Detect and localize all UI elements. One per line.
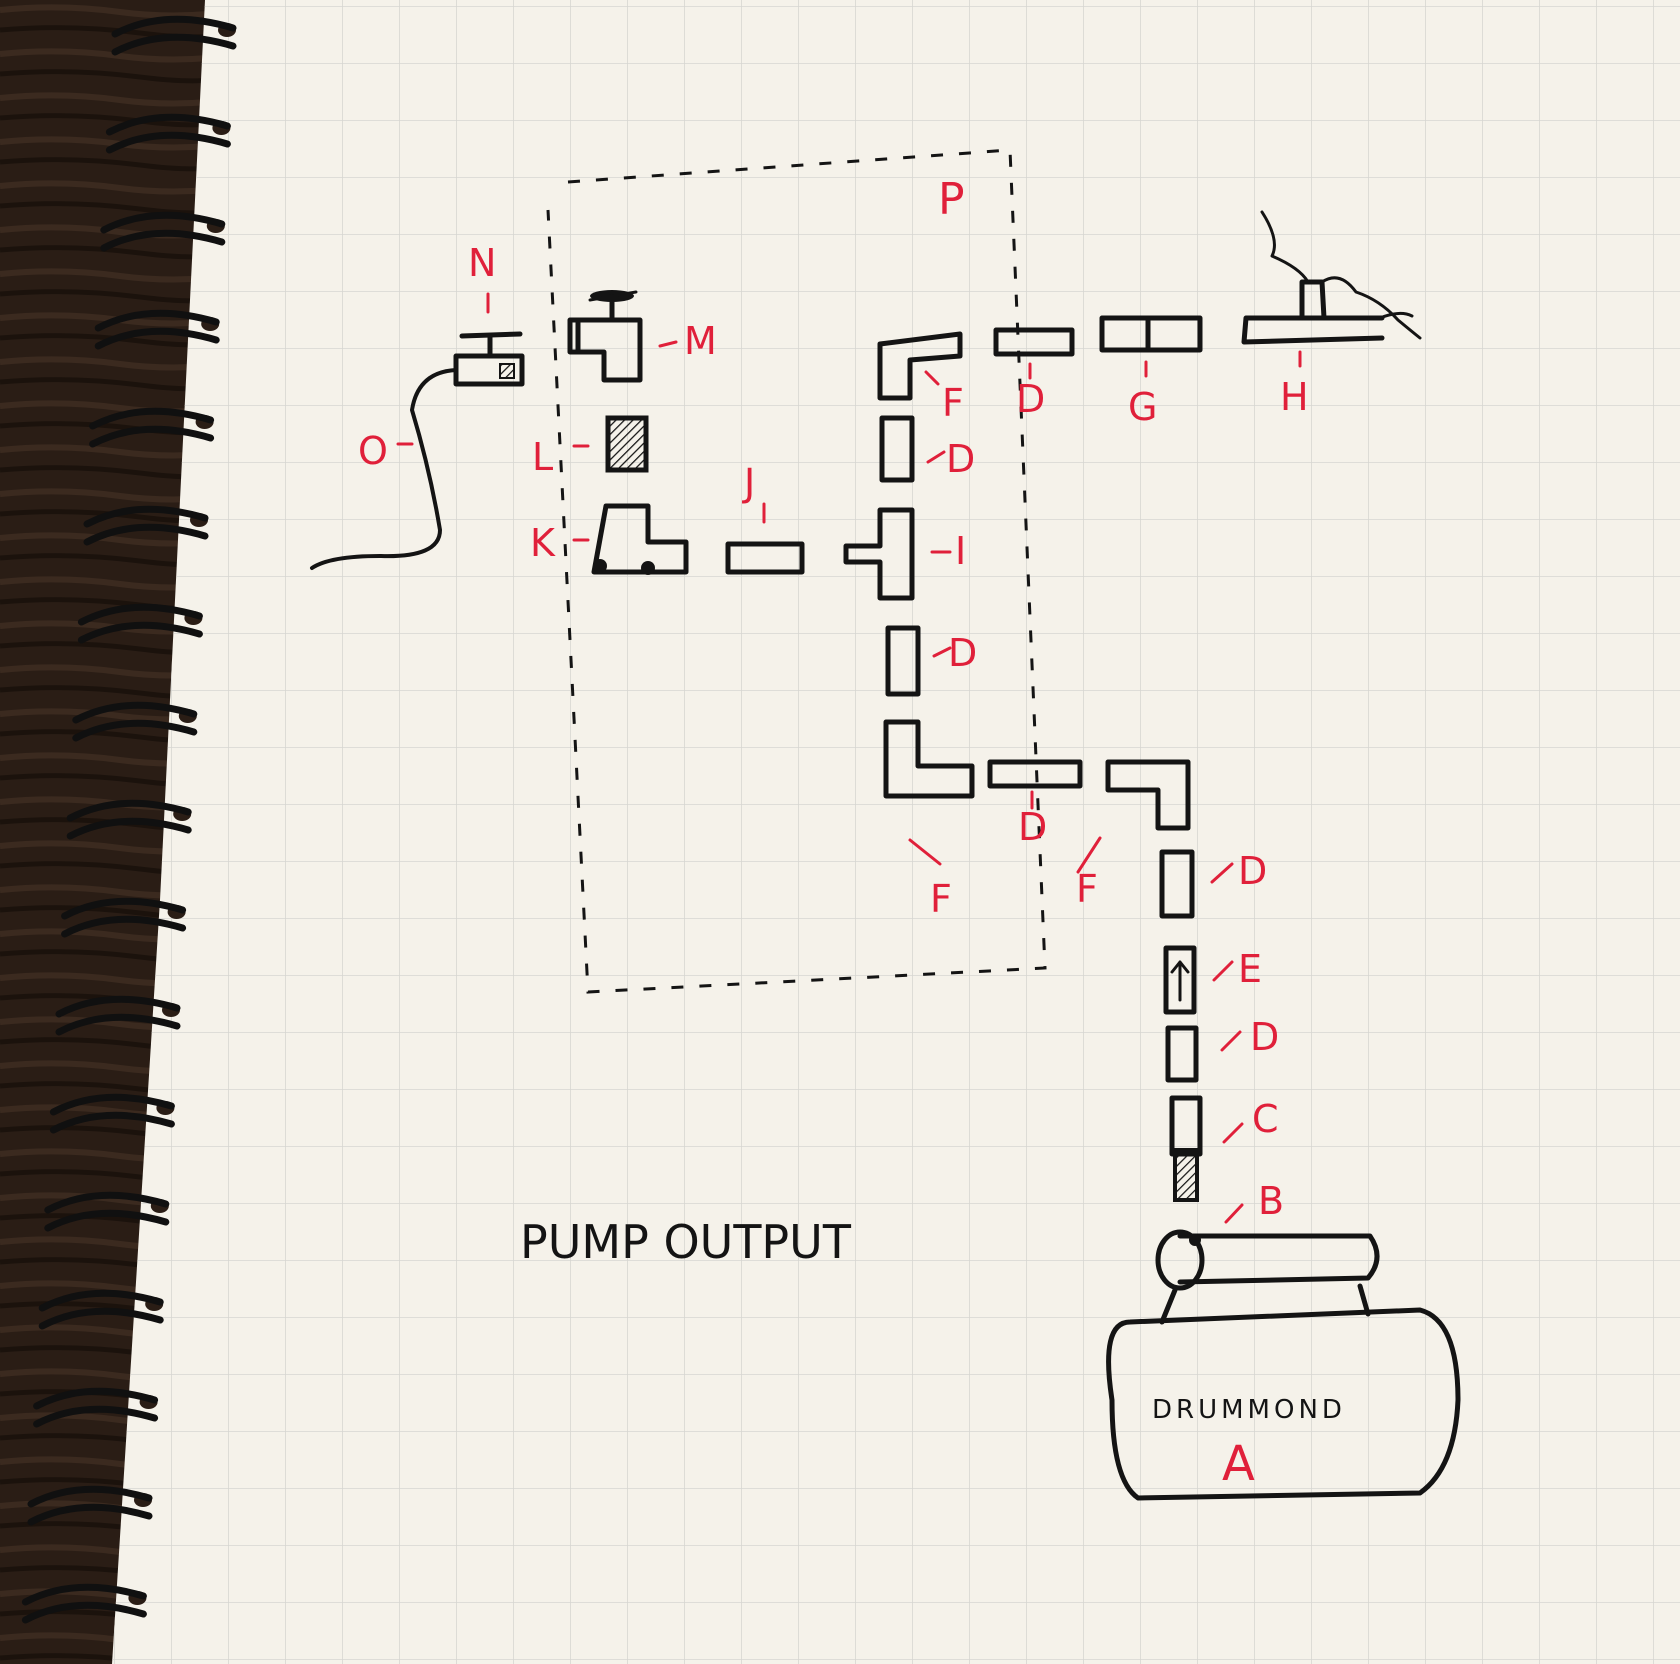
binding-coil xyxy=(44,1209,170,1232)
pipe-d-4 xyxy=(885,625,921,697)
binding-coil xyxy=(105,113,231,136)
binding-coil xyxy=(49,1093,175,1116)
label-d-4: D xyxy=(948,631,977,675)
fitting-c xyxy=(1169,1095,1203,1157)
label-e: E xyxy=(1238,947,1262,991)
notebook-page xyxy=(112,0,1680,1664)
tank-brand-text: DRUMMOND xyxy=(1152,1395,1346,1425)
binding-coil xyxy=(66,817,192,840)
binding-coil xyxy=(111,33,237,56)
label-c: C xyxy=(1252,1097,1279,1141)
label-a: A xyxy=(1222,1436,1255,1492)
binding-coil xyxy=(94,309,220,332)
binding-coil xyxy=(89,425,215,448)
binding-coil xyxy=(49,1111,175,1134)
label-p: P xyxy=(938,174,965,225)
filter-l xyxy=(605,415,649,473)
spiral-binding xyxy=(21,15,237,1624)
diagram-title: PUMP OUTPUT xyxy=(520,1215,852,1269)
label-d-2: D xyxy=(1238,849,1267,893)
elbow-f-bottom xyxy=(883,719,975,799)
tee-i xyxy=(843,507,915,601)
binding-coil xyxy=(55,1013,181,1036)
fitting-b xyxy=(1173,1148,1199,1202)
fitting-k xyxy=(591,503,689,575)
binding-coil xyxy=(66,799,192,822)
label-n: N xyxy=(468,241,496,285)
label-o: O xyxy=(358,429,388,473)
binding-coil xyxy=(100,211,226,234)
label-d-6: D xyxy=(1016,377,1045,421)
label-f-top: F xyxy=(942,381,964,425)
drummond-tank xyxy=(1106,1229,1461,1501)
check-valve-e xyxy=(1163,945,1197,1015)
binding-coil xyxy=(100,229,226,252)
binding-coil xyxy=(27,1503,153,1526)
binding-coil xyxy=(72,719,198,742)
binding-coil xyxy=(77,621,203,644)
label-m: M xyxy=(684,319,717,363)
label-j: J xyxy=(742,461,755,505)
binding-coil xyxy=(94,327,220,350)
binding-coil xyxy=(61,897,187,920)
pressure-switch-n xyxy=(453,331,525,387)
label-h: H xyxy=(1280,375,1309,419)
pipe-j xyxy=(725,541,805,575)
elbow-f-right xyxy=(1105,759,1191,831)
binding-coil xyxy=(38,1289,164,1312)
binding-coil xyxy=(83,505,209,528)
label-l: L xyxy=(532,435,553,479)
label-g: G xyxy=(1128,385,1157,429)
elbow-f-top xyxy=(877,331,963,401)
binding-coil xyxy=(83,523,209,546)
binding-coil xyxy=(55,995,181,1018)
pipe-d-6 xyxy=(993,327,1075,357)
binding-coil xyxy=(72,701,198,724)
cable-o xyxy=(310,368,458,570)
label-f-right: F xyxy=(1076,867,1098,911)
label-d-1: D xyxy=(1250,1015,1279,1059)
label-f-bottom: F xyxy=(930,877,952,921)
label-b: B xyxy=(1258,1179,1284,1223)
dashed-boundary xyxy=(546,148,1047,994)
pipe-d-1 xyxy=(1165,1025,1199,1083)
binding-coil xyxy=(21,1583,147,1606)
label-k: K xyxy=(530,521,556,565)
binding-coil xyxy=(77,603,203,626)
pipe-d-5 xyxy=(879,415,915,483)
union-g xyxy=(1099,315,1203,353)
label-d-3: D xyxy=(1018,805,1047,849)
binding-coil xyxy=(21,1601,147,1624)
pipe-d-3 xyxy=(987,759,1083,789)
binding-coil xyxy=(89,407,215,430)
binding-coil xyxy=(38,1307,164,1330)
binding-coil xyxy=(44,1191,170,1214)
outlet-h xyxy=(1241,210,1422,345)
valve-m xyxy=(567,290,643,383)
binding-coil xyxy=(111,15,237,38)
binding-coil xyxy=(33,1387,159,1410)
binding-coil xyxy=(27,1485,153,1508)
binding-coil xyxy=(105,131,231,154)
binding-coil xyxy=(61,915,187,938)
label-i: I xyxy=(955,529,966,573)
pipe-d-2 xyxy=(1159,849,1195,919)
label-d-5: D xyxy=(946,437,975,481)
binding-coil xyxy=(33,1405,159,1428)
